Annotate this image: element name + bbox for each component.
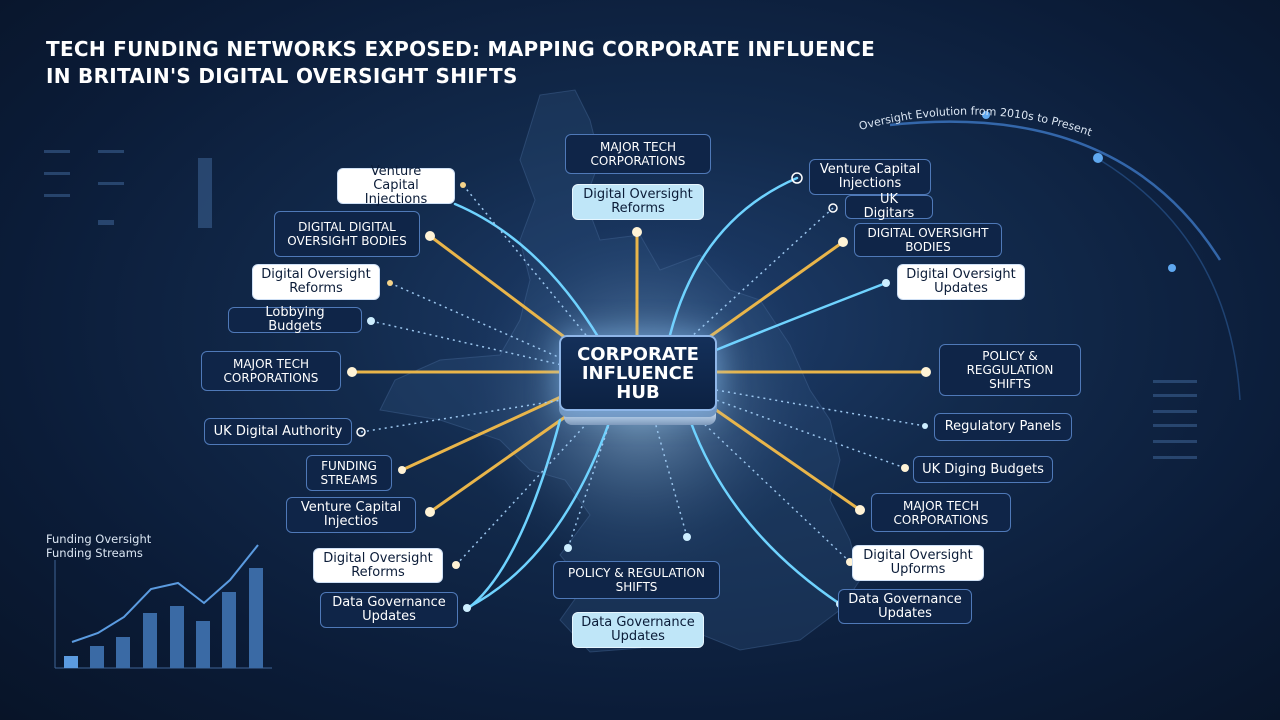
decorative-bars bbox=[1153, 380, 1197, 459]
dotted-connectors bbox=[360, 184, 926, 566]
node-digital-oversight-bodies[interactable]: DIGITAL DIGITAL OVERSIGHT BODIES bbox=[274, 211, 420, 257]
node-venture-capital-injectios[interactable]: Venture Capital Injectios bbox=[286, 497, 416, 533]
chart-bar bbox=[90, 646, 104, 668]
chart-trend-line bbox=[71, 544, 259, 643]
chart-bar bbox=[249, 568, 263, 668]
timeline-dot bbox=[1093, 153, 1103, 163]
node-digital-oversight-reforms-2[interactable]: Digital Oversight Reforms bbox=[313, 548, 443, 583]
timeline-dot bbox=[1168, 264, 1176, 272]
node-major-tech-corporations[interactable]: MAJOR TECH CORPORATIONS bbox=[201, 351, 341, 391]
timeline-arc bbox=[889, 120, 1222, 261]
node-uk-diging-budgets[interactable]: UK Diging Budgets bbox=[913, 456, 1053, 483]
node-uk-digitars[interactable]: UK Digitars bbox=[845, 193, 933, 221]
node-lobbying-budgets[interactable]: Lobbying Budgets bbox=[228, 306, 362, 334]
node-digital-oversight-upforms[interactable]: Digital Oversight Upforms bbox=[852, 545, 984, 581]
chart-bar bbox=[222, 592, 236, 668]
node-data-governance-updates-right[interactable]: Data Governance Updates bbox=[838, 589, 972, 624]
timeline-arc-outer bbox=[1099, 159, 1241, 401]
node-digital-oversight-reforms-top[interactable]: Digital Oversight Reforms bbox=[572, 184, 704, 220]
node-venture-capital-injections[interactable]: Venture Capital Injections bbox=[337, 165, 455, 207]
timeline-dot bbox=[982, 111, 990, 119]
decorative-bars bbox=[44, 150, 212, 228]
hub-base bbox=[564, 411, 716, 425]
node-policy-regulation-shifts-right[interactable]: POLICY & REGGULATION SHIFTS bbox=[939, 344, 1081, 396]
node-uk-digital-authority[interactable]: UK Digital Authority bbox=[204, 418, 352, 445]
chart-bar bbox=[143, 613, 157, 668]
gold-connectors bbox=[350, 230, 928, 514]
node-digital-oversight-updates[interactable]: Digital Oversight Updates bbox=[897, 264, 1025, 300]
chart-bar bbox=[64, 656, 78, 668]
page-title: TECH FUNDING NETWORKS EXPOSED: MAPPING C… bbox=[46, 37, 876, 88]
node-data-governance-updates-bottom[interactable]: Data Governance Updates bbox=[572, 612, 704, 648]
node-digital-oversight-reforms[interactable]: Digital Oversight Reforms bbox=[252, 264, 380, 300]
node-policy-regulation-shifts[interactable]: POLICY & REGULATION SHIFTS bbox=[553, 561, 720, 599]
node-funding-streams[interactable]: FUNDING STREAMS bbox=[306, 455, 392, 491]
cyan-connectors bbox=[453, 176, 888, 612]
mini-chart-labels: Funding Oversight Funding Streams bbox=[46, 532, 151, 560]
node-venture-capital-injections-right[interactable]: Venture Capital Injections bbox=[809, 159, 931, 195]
node-major-tech-corporations-right[interactable]: MAJOR TECH CORPORATIONS bbox=[871, 493, 1011, 532]
node-regulatory-panels[interactable]: Regulatory Panels bbox=[934, 413, 1072, 441]
corporate-influence-hub[interactable]: CORPORATE INFLUENCE HUB bbox=[559, 335, 717, 411]
node-digital-oversight-bodies-right[interactable]: DIGITAL OVERSIGHT BODIES bbox=[854, 223, 1002, 257]
node-major-tech-corporations-top[interactable]: MAJOR TECH CORPORATIONS bbox=[565, 134, 711, 174]
chart-bar bbox=[170, 606, 184, 668]
mini-chart-label: Funding Streams bbox=[46, 546, 143, 560]
mini-chart-label: Funding Oversight bbox=[46, 532, 152, 546]
chart-bar bbox=[116, 637, 130, 668]
chart-bar bbox=[196, 621, 210, 668]
node-data-governance-updates[interactable]: Data Governance Updates bbox=[320, 592, 458, 628]
